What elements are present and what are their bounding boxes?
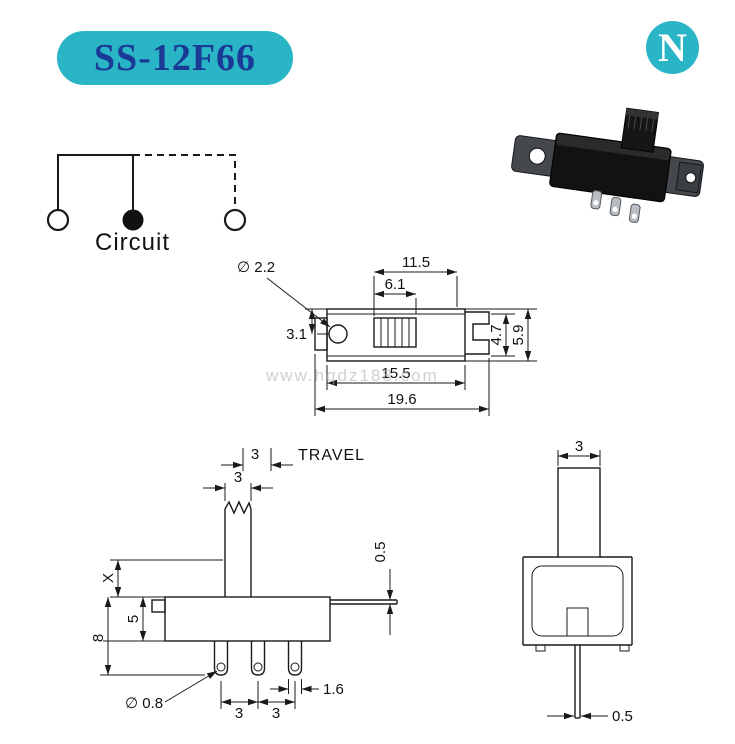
dim-pin-pitch-1: 3 bbox=[235, 705, 243, 722]
dim-hole-diameter: ∅ 2.2 bbox=[237, 259, 275, 276]
front-view-outline bbox=[151, 500, 398, 676]
brand-logo-icon: N bbox=[646, 21, 699, 74]
dim-knob-length: 6.1 bbox=[385, 276, 406, 293]
terminal-2-icon bbox=[223, 208, 247, 232]
dim-hole-offset: 3.1 bbox=[286, 326, 307, 343]
mounting-hole bbox=[328, 324, 348, 344]
slider-knob-side bbox=[557, 467, 601, 558]
circuit-wires bbox=[57, 154, 236, 210]
dim-pin-pitch-2: 3 bbox=[272, 705, 280, 722]
dim-shaft-height-x: X bbox=[100, 573, 117, 583]
top-view-outline bbox=[314, 308, 490, 362]
terminal-1-icon bbox=[46, 208, 70, 232]
dim-body-height: 5.9 bbox=[510, 325, 527, 346]
dim-pin-width: 1.6 bbox=[323, 681, 344, 698]
dim-pin-thickness: 0.5 bbox=[612, 708, 633, 725]
terminal-common-icon bbox=[122, 209, 144, 231]
model-badge: SS-12F66 bbox=[57, 31, 293, 85]
pin-1 bbox=[213, 641, 229, 676]
dim-slot-length: 11.5 bbox=[402, 254, 430, 271]
dim-body-height: 5 bbox=[125, 615, 142, 623]
dim-knob-width: 3 bbox=[234, 469, 242, 486]
dim-inner-height: 4.7 bbox=[488, 325, 505, 346]
circuit-label: Circuit bbox=[95, 229, 171, 256]
side-view-dimension-lines bbox=[547, 450, 608, 720]
fork-tab bbox=[465, 311, 490, 355]
side-view-outline bbox=[522, 467, 633, 719]
pin-2 bbox=[250, 641, 266, 676]
dim-body-length: 15.5 bbox=[381, 365, 410, 382]
pin-3 bbox=[287, 641, 303, 676]
model-number: SS-12F66 bbox=[93, 37, 257, 79]
dim-travel-value: 3 bbox=[251, 446, 259, 463]
dim-tab-thickness: 0.5 bbox=[372, 542, 389, 563]
dim-total-height: 8 bbox=[90, 634, 107, 642]
switch-body-front bbox=[164, 596, 331, 642]
dim-knob-width-side: 3 bbox=[575, 438, 583, 455]
travel-label: TRAVEL bbox=[298, 447, 365, 464]
brand-logo-letter: N bbox=[658, 24, 687, 70]
switch-photo-group bbox=[511, 107, 704, 223]
front-view-drawing: 3 TRAVEL 3 X 5 8 0.5 ∅ 0.8 3 3 1.6 bbox=[90, 446, 398, 722]
mounting-hole-icon bbox=[528, 147, 546, 165]
side-view-drawing: 3 0.5 bbox=[522, 438, 633, 725]
front-view-dimension-lines bbox=[100, 448, 394, 709]
top-view-drawing: ∅ 2.2 11.5 6.1 3.1 4.7 5.9 15.5 19.6 bbox=[237, 254, 537, 416]
dim-total-length: 19.6 bbox=[387, 391, 416, 408]
top-view-dimension-lines bbox=[266, 268, 537, 416]
dim-pin-hole-diameter: ∅ 0.8 bbox=[125, 695, 163, 712]
solder-pins bbox=[590, 190, 641, 223]
product-photo-switch bbox=[511, 107, 704, 223]
circuit-diagram bbox=[46, 154, 247, 232]
